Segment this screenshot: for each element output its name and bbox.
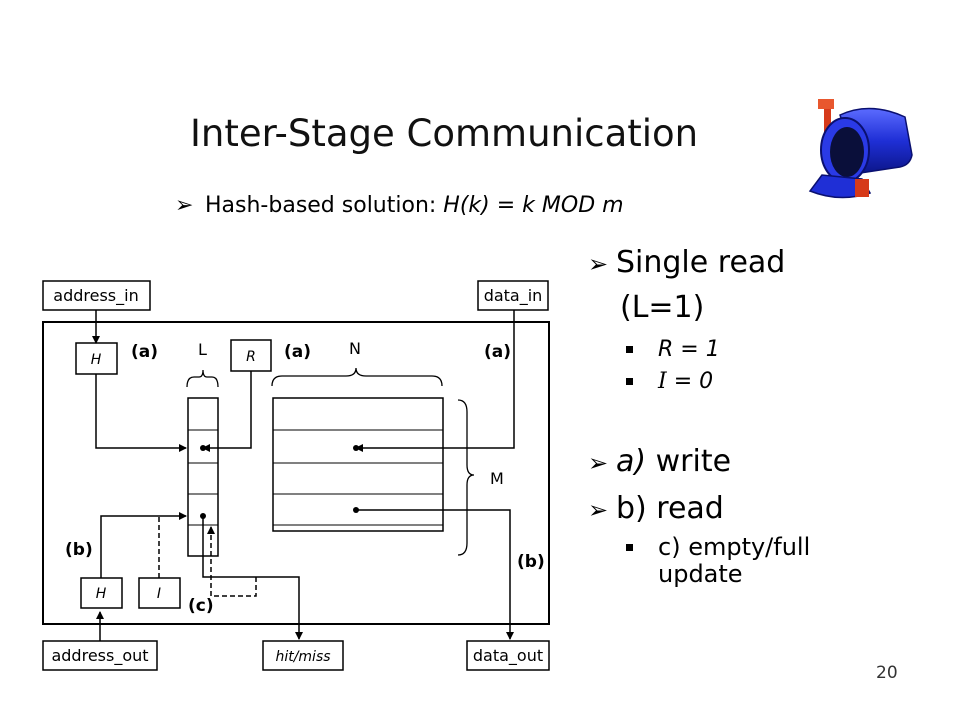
subtitle-formula: H(k) = k MOD m <box>443 193 624 218</box>
right-bullets: ➢Single read (L=1) R = 1 I = 0 ➢a) write… <box>588 243 948 588</box>
label-c: (c) <box>188 596 214 616</box>
slide-title: Inter-Stage Communication <box>190 112 699 155</box>
page-number: 20 <box>876 663 898 683</box>
stage-frame <box>42 321 550 625</box>
bullet-r-eq: R = 1 <box>588 334 948 366</box>
label-a-3: (a) <box>484 342 511 362</box>
brace-N <box>271 367 443 387</box>
arrow-bullet-icon: ➢ <box>175 193 194 218</box>
data-out-box <box>466 640 550 671</box>
label-M: M <box>490 469 504 488</box>
address-out-box <box>42 640 158 671</box>
bullet-write: ➢a) write <box>588 442 948 483</box>
address-out-label: address_out <box>51 646 148 666</box>
bullet-i-eq: I = 0 <box>588 366 948 398</box>
address-in-label: address_in <box>53 286 138 306</box>
label-a-2: (a) <box>284 342 311 362</box>
data-in-label: data_in <box>484 286 543 306</box>
square-bullet-icon <box>626 378 633 385</box>
square-bullet-icon <box>626 544 633 551</box>
r-box-label: R <box>246 349 256 365</box>
subtitle-prefix: Hash-based solution: <box>205 193 444 218</box>
hash-bottom-box <box>80 577 123 609</box>
i-box <box>138 577 181 609</box>
data-in-box <box>477 280 549 311</box>
brace-L <box>186 369 219 388</box>
label-L: L <box>198 340 207 359</box>
hit-miss-box <box>262 640 344 671</box>
address-in-box <box>42 280 151 311</box>
label-a-1: (a) <box>131 342 158 362</box>
brace-M <box>457 399 475 556</box>
label-N: N <box>349 339 361 358</box>
bullet-read: ➢b) read <box>588 489 948 530</box>
arrow-bullet-icon: ➢ <box>588 449 609 477</box>
arrow-bullet-icon: ➢ <box>588 250 609 278</box>
hit-miss-label: hit/miss <box>275 649 330 665</box>
square-bullet-icon <box>626 346 633 353</box>
arrow-bullet-icon: ➢ <box>588 496 609 524</box>
label-b-2: (b) <box>517 552 545 572</box>
hash-bottom-label: H <box>96 586 107 602</box>
i-box-label: I <box>157 586 161 602</box>
bullet-l-eq: (L=1) <box>620 290 705 325</box>
subtitle-bullet: ➢ Hash-based solution: H(k) = k MOD m <box>175 193 624 218</box>
mailbox-icon <box>808 99 913 199</box>
label-b-1: (b) <box>65 540 93 560</box>
data-out-label: data_out <box>473 646 543 666</box>
hash-top-label: H <box>91 352 102 368</box>
bullet-single-read: ➢Single read <box>588 243 948 284</box>
